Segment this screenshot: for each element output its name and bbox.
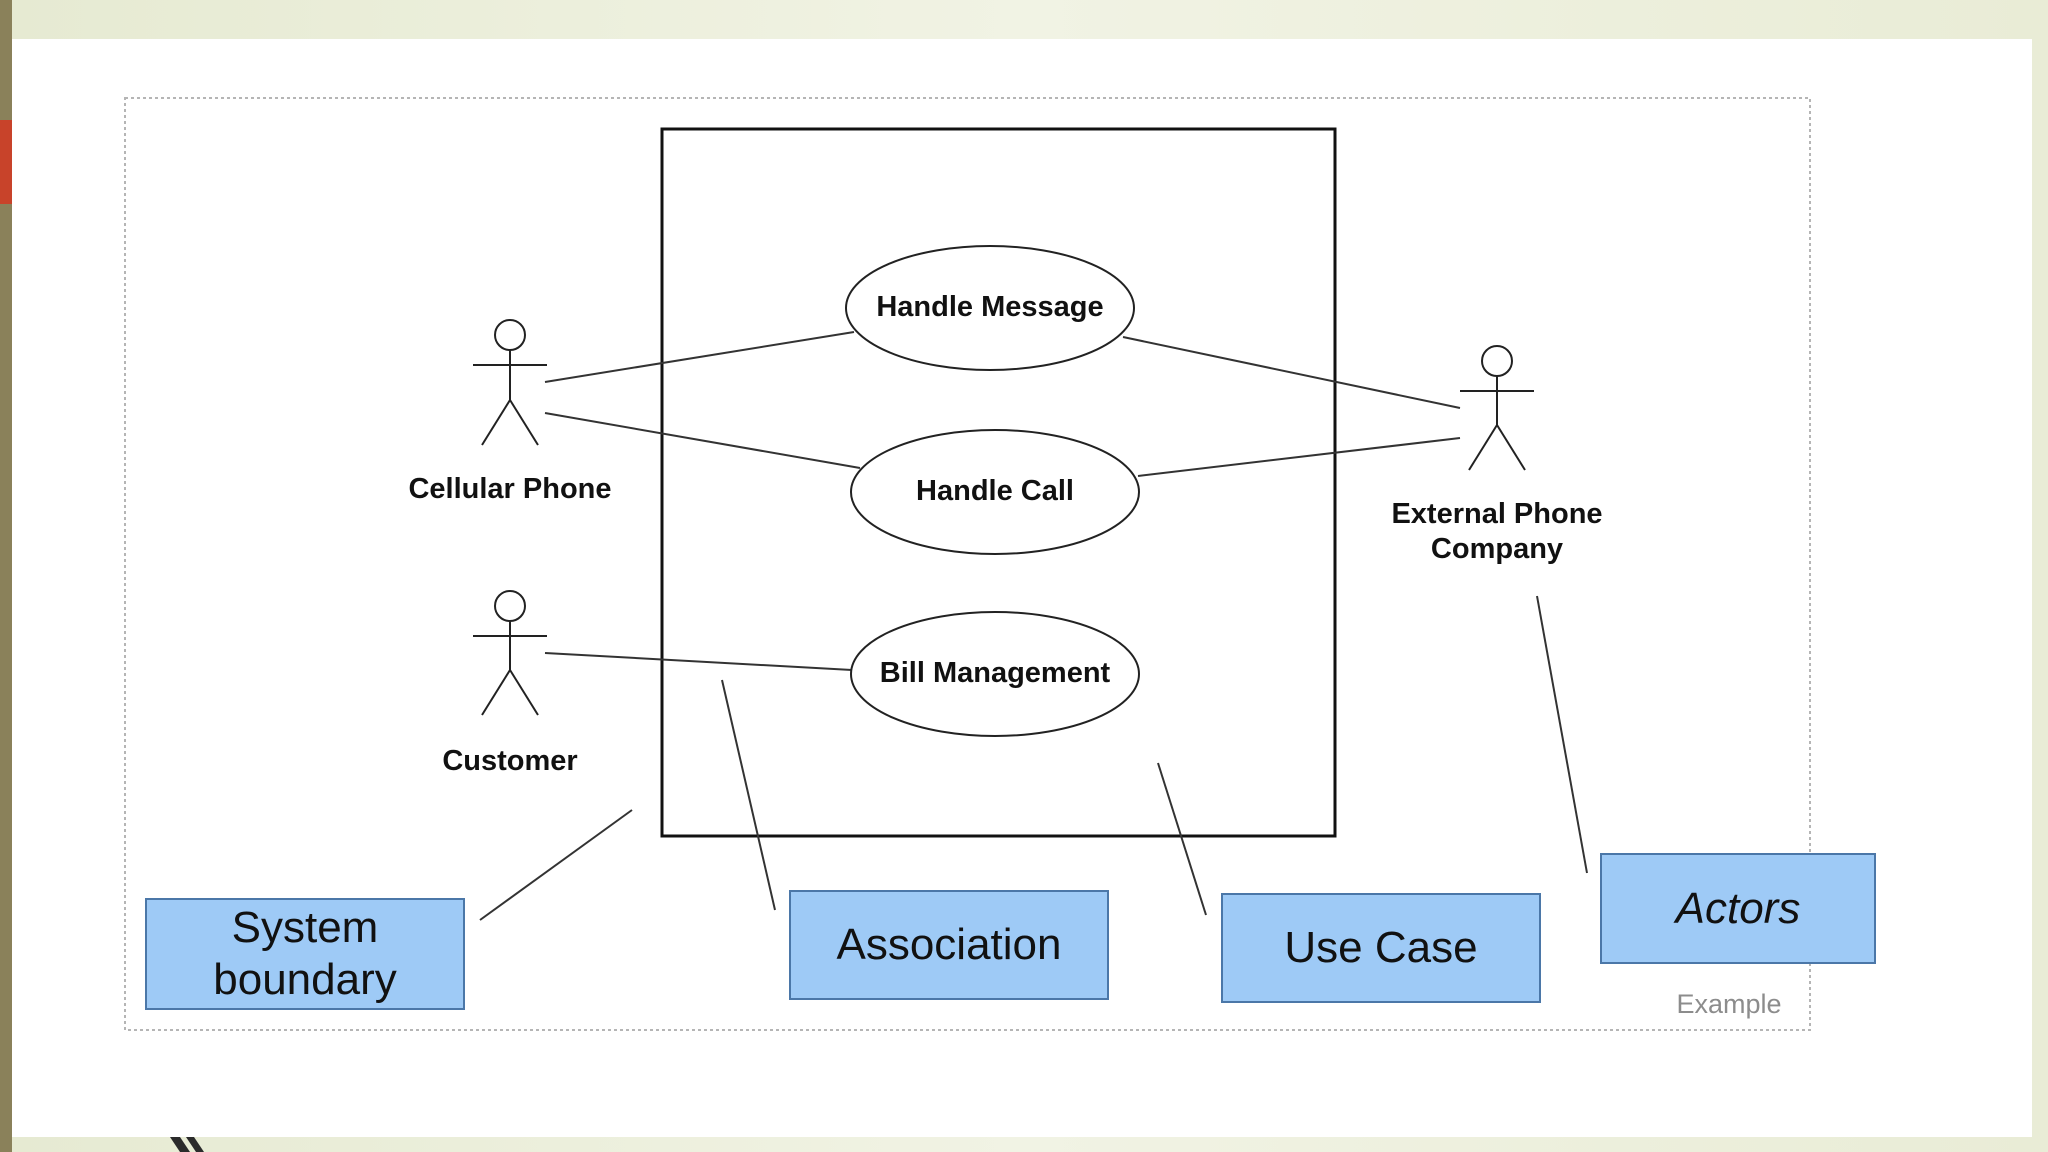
actor-label-cellular-phone: Cellular Phone	[408, 473, 612, 505]
system-boundary-box	[660, 127, 1337, 838]
pointer-line-system-boundary	[479, 809, 633, 921]
actor-label-external-phone-company: External Phone Company	[1391, 498, 1603, 565]
left-decor-bar	[0, 0, 12, 1152]
usecase-label-handle-message: Handle Message	[876, 291, 1104, 323]
actor-figure-customer	[473, 590, 547, 716]
association-line-customer-bill	[544, 652, 853, 671]
red-accent-bar	[0, 120, 12, 204]
association-line-cellular-message	[544, 331, 855, 383]
usecase-ellipse-handle-call	[850, 429, 1140, 555]
usecase-ellipse-bill-management	[850, 611, 1140, 737]
association-line-call-external	[1137, 437, 1461, 477]
usecase-ellipse-handle-message	[845, 245, 1135, 371]
pointer-line-use-case	[1157, 762, 1207, 916]
callout-system-boundary: System boundary	[145, 898, 465, 1010]
actor-figure-cellular-phone	[473, 319, 547, 446]
usecase-label-handle-call: Handle Call	[916, 475, 1074, 507]
pointer-line-actors	[1536, 595, 1588, 874]
pointer-line-association	[721, 679, 776, 911]
callout-use-case: Use Case	[1221, 893, 1541, 1003]
example-frame	[124, 97, 1811, 1031]
association-line-cellular-call	[544, 412, 861, 469]
actor-label-customer: Customer	[442, 745, 578, 777]
example-caption: Example	[1676, 989, 1782, 1019]
usecase-label-bill-management: Bill Management	[879, 657, 1111, 689]
association-line-message-external	[1122, 336, 1461, 409]
actor-figure-external-phone-company	[1460, 345, 1534, 471]
callout-association: Association	[789, 890, 1109, 1000]
bottom-chevron-decor	[170, 1137, 204, 1152]
callout-actors: Actors	[1600, 853, 1876, 964]
